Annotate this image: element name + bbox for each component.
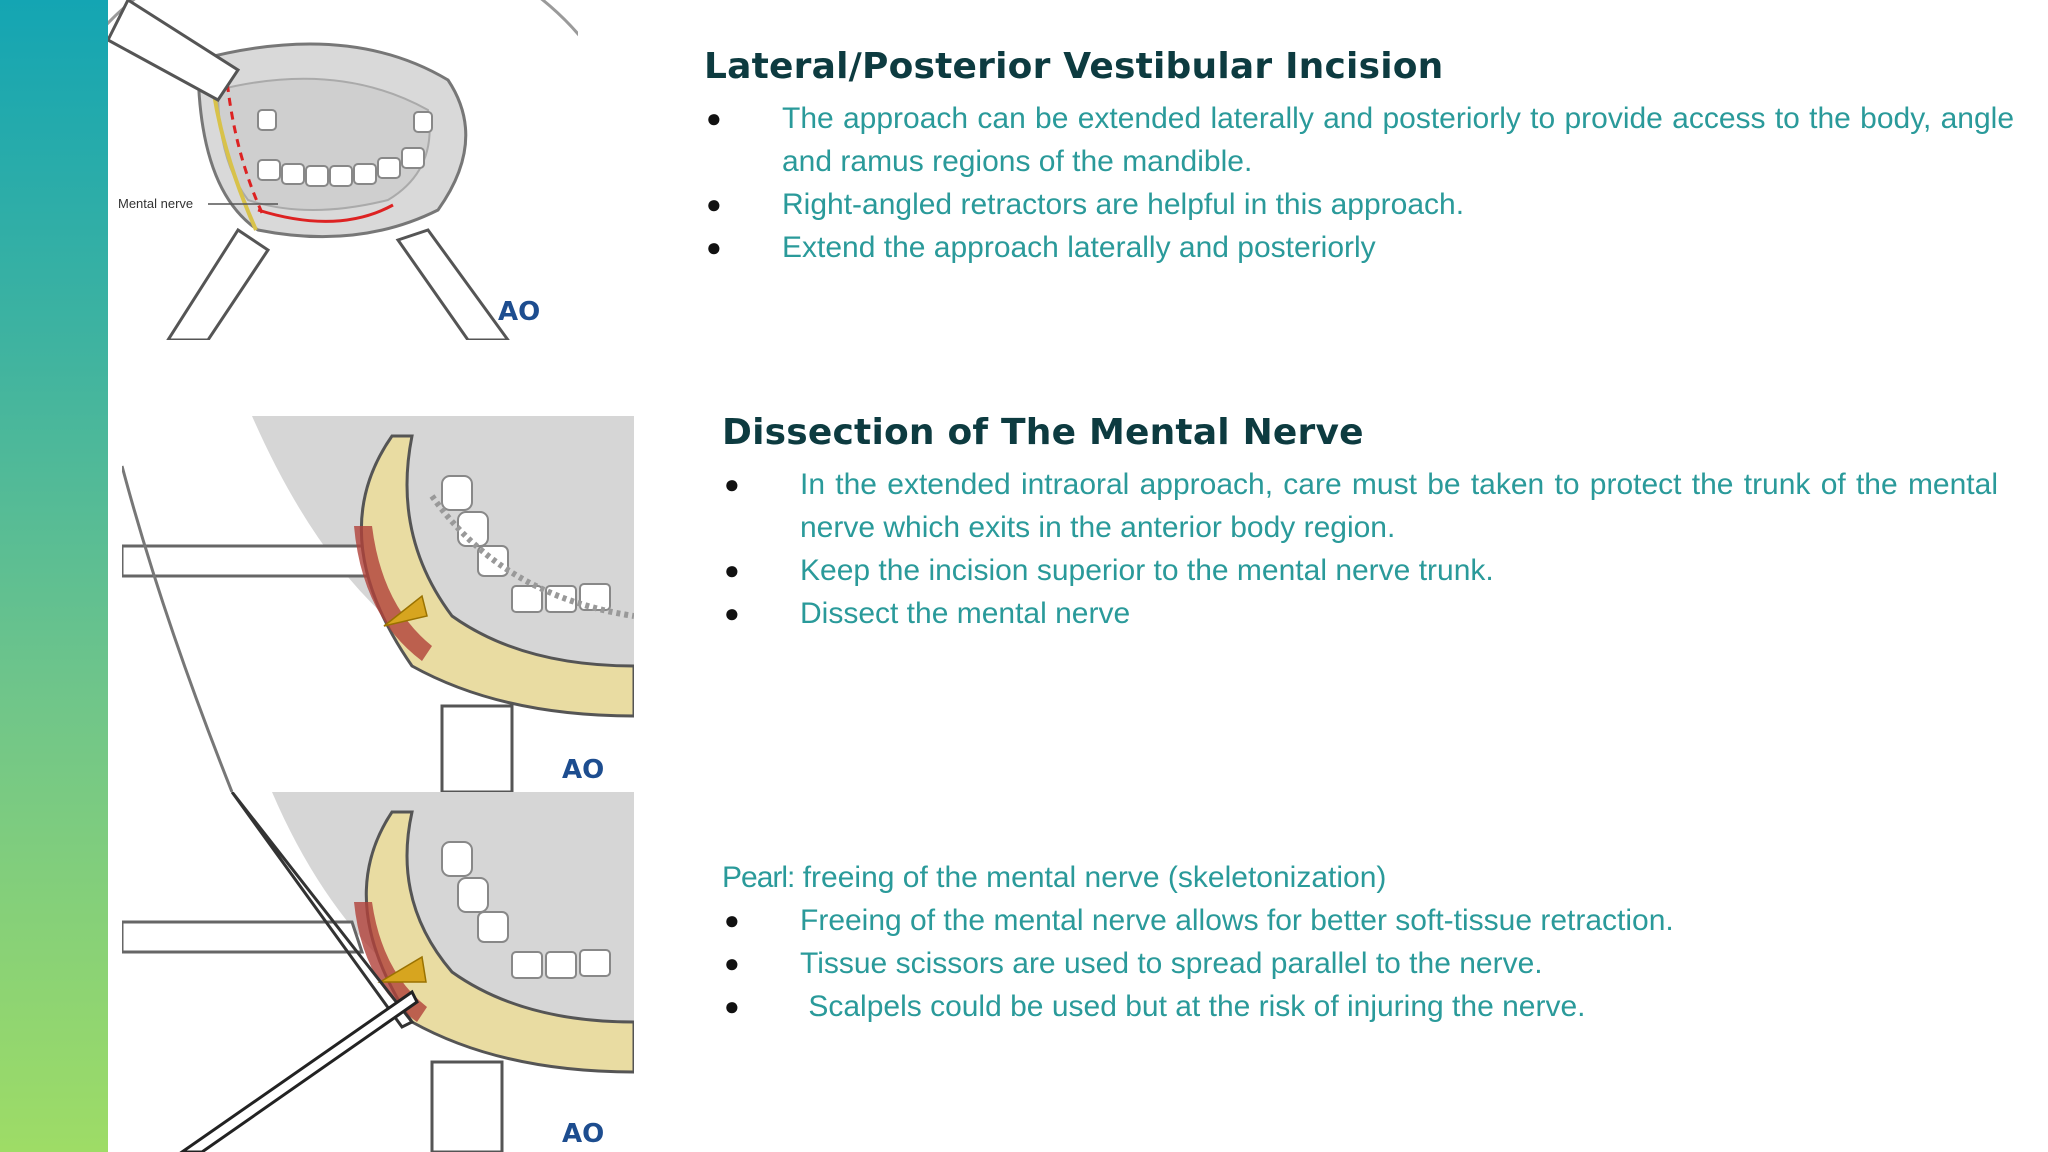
bullet-dot: ● xyxy=(706,103,722,133)
illustration-vestibular-incision: Mental nerve AO xyxy=(108,0,578,340)
bullet-dot: ● xyxy=(724,905,740,935)
pearl-label: Pearl: xyxy=(722,861,795,894)
mental-nerve-label: Mental nerve xyxy=(118,196,193,211)
bullet-text: In the extended intraoral approach, care… xyxy=(800,468,1998,544)
ao-logo: AO xyxy=(498,297,540,327)
section-title: Lateral/Posterior Vestibular Incision xyxy=(704,46,1444,87)
bullet-text: Dissect the mental nerve xyxy=(800,597,1131,630)
list-item: ● Tissue scissors are used to spread para… xyxy=(722,942,1998,985)
illustration-mental-nerve-freeing: AO xyxy=(122,792,634,1152)
list-item: ● The approach can be extended laterally … xyxy=(704,97,2014,183)
bullet-list: ● The approach can be extended laterally … xyxy=(704,97,2014,269)
bullet-text: Right-angled retractors are helpful in t… xyxy=(782,188,1465,221)
bullet-dot: ● xyxy=(724,991,740,1021)
ao-logo: AO xyxy=(562,1119,604,1149)
bullet-text: Freeing of the mental nerve allows for b… xyxy=(800,904,1674,937)
bullet-dot: ● xyxy=(706,232,722,262)
list-item: ● Freeing of the mental nerve allows for … xyxy=(722,899,1998,942)
list-item: ● Extend the approach laterally and poste… xyxy=(704,226,2014,269)
section-title: Dissection of The Mental Nerve xyxy=(722,412,1364,453)
bullet-dot: ● xyxy=(724,469,740,499)
section-vestibular-incision: Lateral/Posterior Vestibular Incision ● T… xyxy=(704,46,2014,269)
bullet-text: Keep the incision superior to the mental… xyxy=(800,554,1494,587)
illustration-mental-nerve-dissection: AO xyxy=(122,416,634,792)
section-mental-nerve-dissection: Dissection of The Mental Nerve ● In the e… xyxy=(722,412,1998,635)
bullet-list: ● In the extended intraoral approach, car… xyxy=(722,463,1998,635)
bullet-text: Scalpels could be used but at the risk o… xyxy=(800,990,1586,1023)
section-pearl: Pearl: freeing of the mental nerve (skel… xyxy=(722,856,1998,1028)
list-item: ● Keep the incision superior to the menta… xyxy=(722,549,1998,592)
bullet-text: The approach can be extended laterally a… xyxy=(782,102,2014,178)
bullet-dot: ● xyxy=(706,189,722,219)
bullet-dot: ● xyxy=(724,555,740,585)
list-item: ● In the extended intraoral approach, car… xyxy=(722,463,1998,549)
list-item: ● Scalpels could be used but at the risk… xyxy=(722,985,1998,1028)
bullet-text: Extend the approach laterally and poster… xyxy=(782,231,1376,264)
bullet-list: ● Freeing of the mental nerve allows for … xyxy=(722,899,1998,1028)
list-item: ● Right-angled retractors are helpful in … xyxy=(704,183,2014,226)
bullet-dot: ● xyxy=(724,948,740,978)
bullet-dot: ● xyxy=(724,598,740,628)
decorative-gradient-bar xyxy=(0,0,108,1152)
ao-logo: AO xyxy=(562,755,604,785)
pearl-line: Pearl: freeing of the mental nerve (skel… xyxy=(722,856,1998,899)
list-item: ● Dissect the mental nerve xyxy=(722,592,1998,635)
bullet-text: Tissue scissors are used to spread paral… xyxy=(800,947,1543,980)
pearl-text: freeing of the mental nerve (skeletoniza… xyxy=(794,861,1387,894)
